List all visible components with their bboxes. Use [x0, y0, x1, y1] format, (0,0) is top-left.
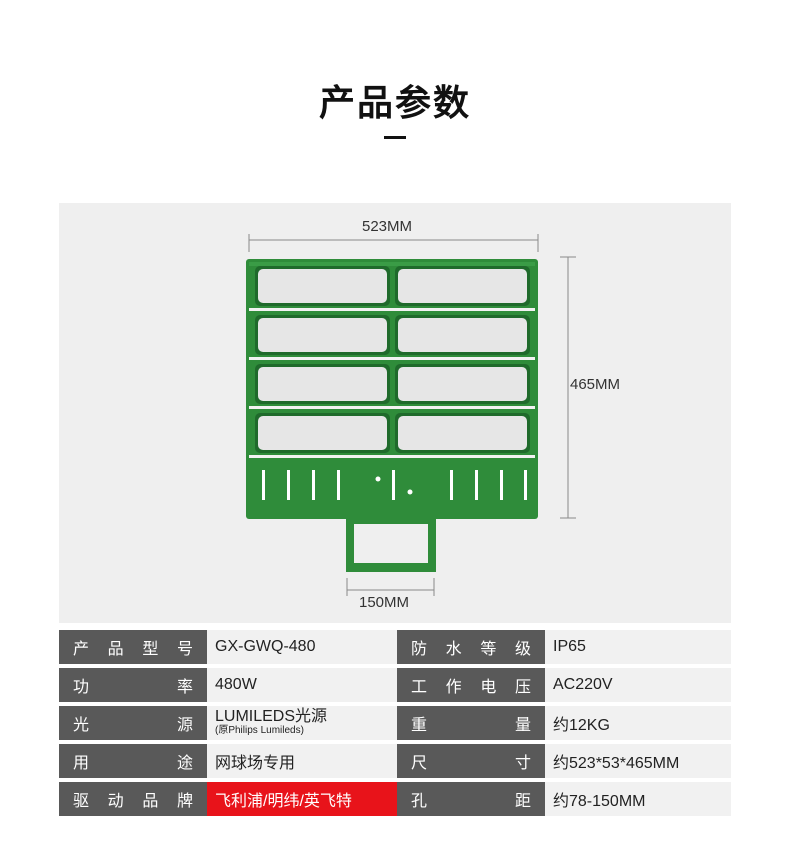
- title-underline: [384, 136, 406, 139]
- spec-label: 孔距: [397, 782, 545, 816]
- spec-label: 重量: [397, 706, 545, 740]
- product-image-panel: [59, 203, 731, 623]
- spec-label: 驱动品牌: [59, 782, 207, 816]
- table-row: 光源 LUMILEDS光源 (原Philips Lumileds) 重量 约12…: [59, 706, 731, 740]
- spec-value-highlight: 飞利浦/明纬/英飞特: [207, 782, 397, 816]
- spec-label: 防水等级: [397, 630, 545, 664]
- page-title: 产品参数: [318, 83, 471, 124]
- spec-label: 用途: [59, 744, 207, 778]
- spec-label: 尺寸: [397, 744, 545, 778]
- spec-value: 约523*53*465MM: [545, 744, 731, 778]
- table-row: 产品型号 GX-GWQ-480 防水等级 IP65: [59, 630, 731, 664]
- spec-value: 网球场专用: [207, 744, 397, 778]
- spec-value-main: LUMILEDS光源: [215, 708, 328, 726]
- table-row: 功率 480W 工作电压 AC220V: [59, 668, 731, 702]
- table-row: 驱动品牌 飞利浦/明纬/英飞特 孔距 约78-150MM: [59, 782, 731, 816]
- spec-value: 约78-150MM: [545, 782, 731, 816]
- spec-value-sub: (原Philips Lumileds): [215, 725, 304, 737]
- spec-label: 光源: [59, 706, 207, 740]
- spec-value: AC220V: [545, 668, 731, 702]
- spec-value: IP65: [545, 630, 731, 664]
- spec-label: 功率: [59, 668, 207, 702]
- bracket-dimension-label: 150MM: [359, 594, 410, 611]
- height-dimension-label: 465MM: [570, 376, 621, 393]
- spec-value: LUMILEDS光源 (原Philips Lumileds): [207, 706, 397, 740]
- table-row: 用途 网球场专用 尺寸 约523*53*465MM: [59, 744, 731, 778]
- spec-value: 480W: [207, 668, 397, 702]
- spec-label: 产品型号: [59, 630, 207, 664]
- spec-label: 工作电压: [397, 668, 545, 702]
- width-dimension-label: 523MM: [362, 218, 413, 235]
- spec-value: GX-GWQ-480: [207, 630, 397, 664]
- spec-value: 约12KG: [545, 706, 731, 740]
